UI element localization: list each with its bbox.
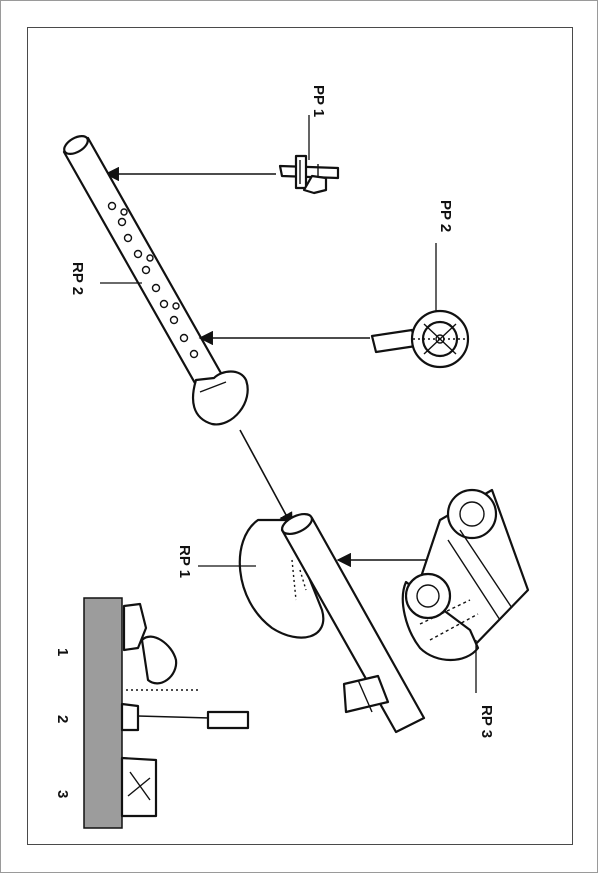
tube-holes — [107, 201, 199, 359]
label-rp3: RP 3 — [478, 705, 495, 738]
step-label-1: 1 — [54, 648, 71, 656]
step-legend — [83, 597, 250, 829]
part-rp2 — [62, 135, 249, 426]
inner-frame — [27, 27, 573, 845]
label-rp2: RP 2 — [69, 262, 86, 295]
part-rp3 — [401, 488, 530, 661]
part-pp2 — [370, 309, 470, 369]
part-pp1 — [278, 154, 340, 195]
label-pp1: PP 1 — [310, 85, 327, 117]
label-pp2: PP 2 — [437, 200, 454, 232]
step-label-2: 2 — [54, 715, 71, 723]
arrow-rp2-to-rp1 — [239, 429, 293, 528]
base-plate — [83, 597, 123, 829]
label-rp1: RP 1 — [176, 545, 193, 578]
part-rp1 — [238, 512, 426, 734]
step-label-3: 3 — [54, 790, 71, 798]
